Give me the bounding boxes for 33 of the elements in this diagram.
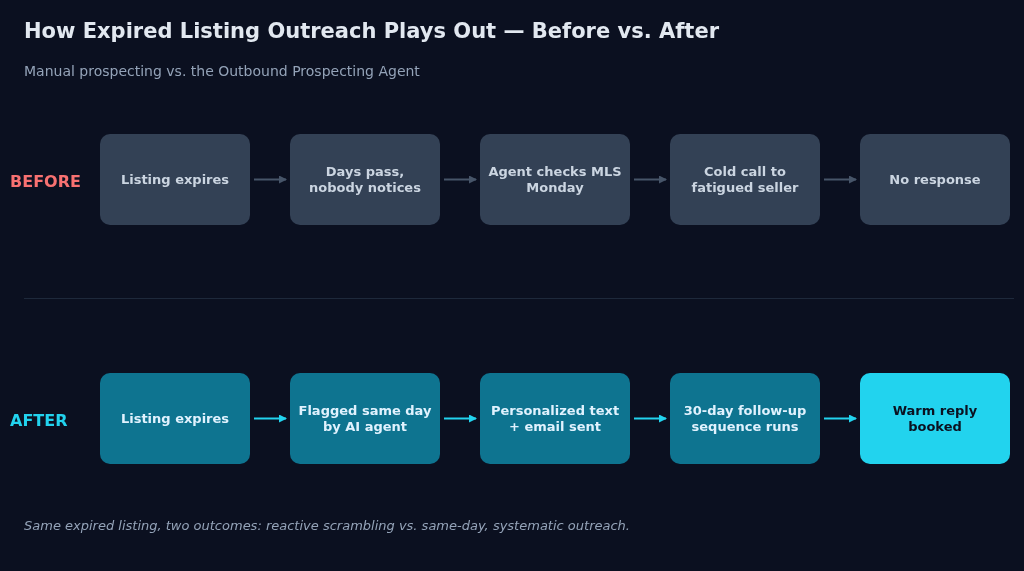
- arrow: [823, 175, 857, 184]
- arrow: [253, 175, 287, 184]
- step-text: No response: [889, 171, 981, 188]
- step-text: 30-day follow-up sequence runs: [682, 402, 808, 435]
- row-label: AFTER: [10, 410, 68, 432]
- caption: Same expired listing, two outcomes: reactive scrambling vs. same-day, systematic outreach.: [24, 517, 630, 535]
- process-box: [290, 373, 440, 464]
- step-text: Personalized text + email sent: [489, 402, 621, 435]
- arrow: [443, 175, 477, 184]
- arrow: [633, 414, 667, 423]
- arrow: [253, 414, 287, 423]
- process-box: [860, 134, 1010, 225]
- title: How Expired Listing Outreach Plays Out — Before vs. After: [24, 18, 719, 45]
- process-box: [670, 134, 820, 225]
- process-box: [480, 373, 630, 464]
- process-box: [100, 373, 250, 464]
- arrow: [443, 414, 477, 423]
- step-text: Flagged same day by AI agent: [298, 402, 432, 435]
- process-box: [480, 134, 630, 225]
- step-text: Cold call to fatigued seller: [690, 163, 800, 196]
- subtitle: Manual prospecting vs. the Outbound Prospecting Agent: [24, 62, 420, 81]
- step-text: Listing expires: [120, 171, 230, 188]
- step-text: Days pass, nobody notices: [308, 163, 422, 196]
- step-text: Agent checks MLS Monday: [488, 163, 622, 196]
- process-box: [670, 373, 820, 464]
- step-text: Listing expires: [120, 410, 230, 427]
- process-box: [290, 134, 440, 225]
- row-label: BEFORE: [10, 171, 81, 193]
- step-text: Warm reply booked: [891, 402, 979, 435]
- arrow: [823, 414, 857, 423]
- arrow: [633, 175, 667, 184]
- process-box: [860, 373, 1010, 464]
- process-box: [100, 134, 250, 225]
